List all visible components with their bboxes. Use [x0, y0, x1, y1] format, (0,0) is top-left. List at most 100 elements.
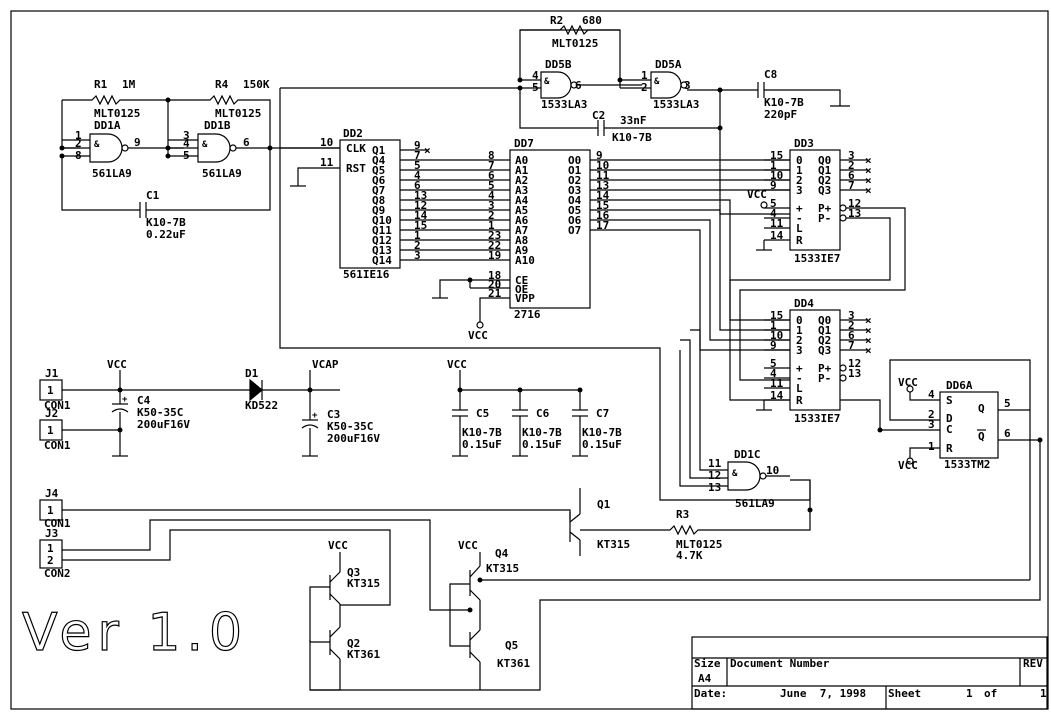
dd6a-c-label: C — [946, 423, 953, 436]
dd2-out-pin-0: 9 — [414, 139, 421, 152]
rev-label: REV — [1023, 657, 1043, 670]
dd2-out-pin-1: 7 — [414, 149, 421, 162]
j2-pin: 1 — [47, 424, 54, 437]
dd6a-qbar-label: Q — [978, 430, 985, 443]
q4-type: KT315 — [486, 562, 519, 575]
dd7-in-pin-2: 6 — [488, 169, 495, 182]
c8-value: 220pF — [764, 108, 797, 121]
c5-junction — [457, 387, 463, 393]
dd3-nc-2: × — [865, 174, 872, 187]
dd4-bubble-4 — [839, 364, 847, 372]
c1-type: K10-7B — [146, 216, 186, 229]
j4-ref: J4 — [45, 487, 59, 500]
dd5a-ref: DD5A — [655, 58, 682, 71]
dd3-out-pin-2: 6 — [848, 169, 855, 182]
dd2-out-pin-10: 2 — [414, 239, 421, 252]
dd2-body — [339, 139, 401, 269]
dd5b-ref: DD5B — [545, 58, 572, 71]
q1-ref: Q1 — [597, 498, 611, 511]
c6-ref: C6 — [536, 407, 550, 420]
dd2-ref: DD2 — [343, 127, 363, 140]
c2-type: K10-7B — [612, 131, 652, 144]
c6-type: K10-7B — [522, 426, 562, 439]
dd2-out-pin-6: 12 — [414, 199, 427, 212]
dd4-out-label-0: Q0 — [818, 314, 831, 327]
dd3-nc-1: × — [865, 164, 872, 177]
dd7-out-label-7: O7 — [568, 224, 581, 237]
power-section: 1 J1 CON1 1 J2 CON1 VCC + C4 K50-35C 200… — [39, 358, 622, 457]
dd2-out-label-10: Q13 — [372, 244, 392, 257]
q3-ref: Q3 — [347, 566, 360, 579]
j1-pin: 1 — [47, 384, 54, 397]
dd1b-pin-6: 6 — [243, 136, 250, 149]
dd3-in-pin-4: 5 — [770, 197, 777, 210]
dd5b-pin-4: 4 — [532, 69, 539, 82]
dd7-out-label-0: O0 — [568, 154, 581, 167]
dd5-section: R2 680 MLT0125 DD5B & 4 5 6 1533LA3 DD5A… — [280, 14, 850, 215]
svg-text:+: + — [122, 395, 128, 405]
dd3-in-label-5: - — [796, 212, 803, 225]
dd7-out-label-1: O1 — [568, 164, 582, 177]
dd7-in-pin-11: 18 — [488, 269, 501, 282]
d1-diode — [249, 378, 263, 402]
dd4-out-pin-2: 6 — [848, 329, 855, 342]
dd6a-pin-d: 2 — [928, 408, 935, 421]
c4-type: K50-35C — [137, 406, 183, 419]
q2-type: KT361 — [347, 648, 380, 661]
dd2-out-pin-4: 6 — [414, 179, 421, 192]
c4-ref: C4 — [137, 394, 151, 407]
c6-junction — [517, 387, 523, 393]
dd1b-ref: DD1B — [204, 119, 231, 132]
dd3-nc-3: × — [865, 184, 872, 197]
dd7-in-label-12: OE — [515, 283, 528, 296]
dd7-out-label-3: O3 — [568, 184, 581, 197]
dd7-out-label-2: O2 — [568, 174, 581, 187]
dd4-in-label-3: 3 — [796, 344, 803, 357]
c4-value: 200uF16V — [137, 418, 190, 431]
dd1c-pin-12: 12 — [708, 469, 721, 482]
dd6a-r-label: R — [946, 442, 953, 455]
dd6a-pin-r: 1 — [928, 440, 935, 453]
dd1c-pin-10: 10 — [766, 464, 779, 477]
dd7-eprom: DD7 A08A17A26A35A44A53A62A71A823A922A101… — [432, 137, 790, 351]
dd3-in-pin-6: 11 — [770, 217, 784, 230]
dd6a-pin-s: 4 — [928, 388, 935, 401]
dd7-data-wire-6 — [590, 219, 790, 341]
oscillator-section: R1 1M MLT0125 R4 150K MLT0125 DD1A & 1 2… — [59, 78, 340, 241]
svg-text:&: & — [202, 140, 208, 150]
c7-type: K10-7B — [582, 426, 622, 439]
dd7-data-wire-4 — [590, 199, 790, 321]
size-value: A4 — [698, 672, 712, 685]
svg-text:&: & — [544, 77, 550, 87]
dd7-out-label-4: O4 — [568, 194, 582, 207]
dd5a-type: 1533LA3 — [653, 98, 699, 111]
dd3-ref: DD3 — [794, 137, 814, 150]
title-block: Size A4 Document Number REV Date: June 7… — [691, 636, 1048, 710]
dd7-body — [509, 149, 591, 309]
dd7-in-label-6: A6 — [515, 214, 529, 227]
dd7-in-pin-10: 19 — [488, 249, 501, 262]
c7-ref: C7 — [596, 407, 609, 420]
r4-type: MLT0125 — [215, 107, 261, 120]
dd3-in-pin-0: 15 — [770, 149, 783, 162]
of-label: of — [984, 687, 997, 700]
dd7-in-pin-1: 7 — [488, 159, 495, 172]
dd4-out-pin-1: 2 — [848, 319, 855, 332]
dd5a-pin-2: 2 — [641, 81, 648, 94]
dd7-ref: DD7 — [514, 137, 534, 150]
c8-type: K10-7B — [764, 96, 804, 109]
dd3-in-pin-1: 1 — [770, 159, 777, 172]
dd5b-type: 1533LA3 — [541, 98, 587, 111]
dd6a-vcc-r: VCC — [898, 459, 918, 472]
dd4-out-pin-3: 7 — [848, 339, 855, 352]
dd6a-body — [939, 391, 999, 459]
dd1b-pin-4: 4 — [183, 137, 190, 150]
dd5b-pin-6: 6 — [575, 79, 582, 92]
c5-ref: C5 — [476, 407, 489, 420]
c7-value: 0.15uF — [582, 438, 622, 451]
c7-junction — [577, 387, 583, 393]
j3-type: CON2 — [44, 567, 71, 580]
c8-ref: C8 — [764, 68, 777, 81]
